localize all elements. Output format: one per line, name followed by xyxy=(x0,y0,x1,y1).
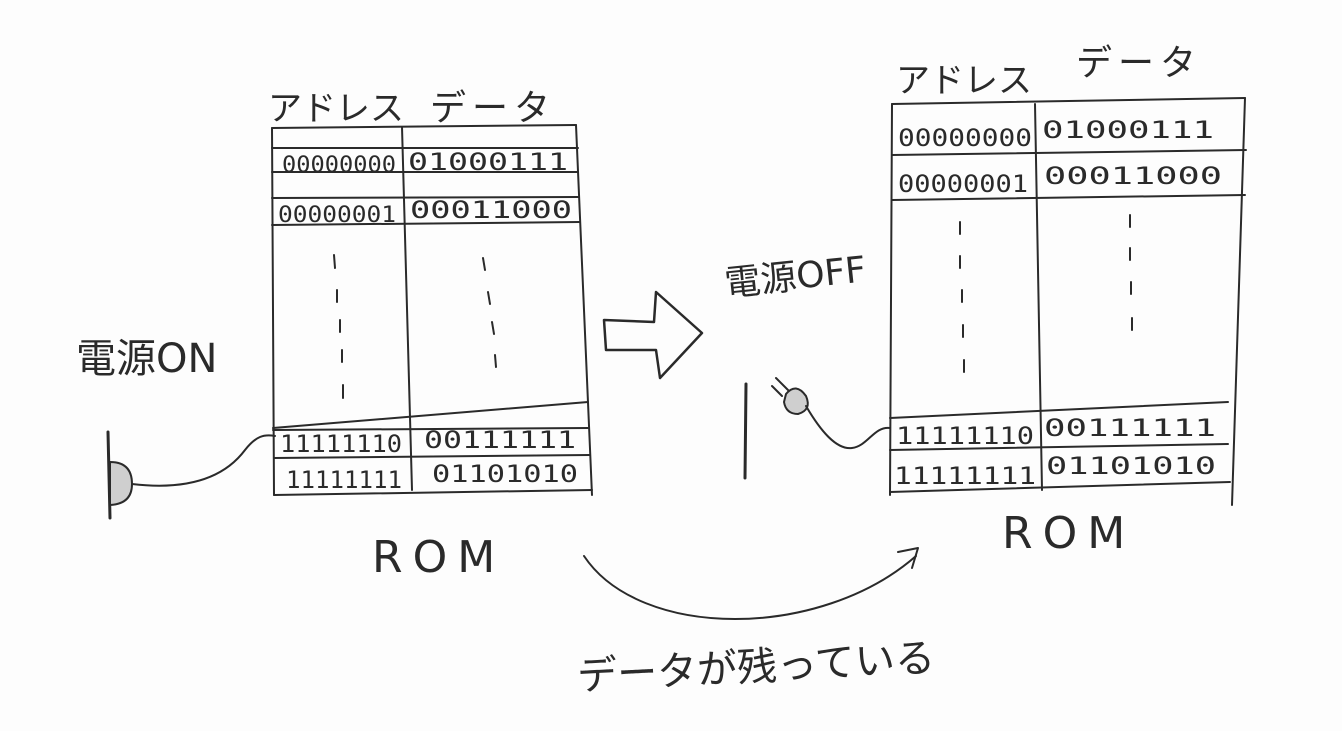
left-rom-table-lines xyxy=(271,124,593,496)
right-outlet-wall xyxy=(743,382,748,480)
right-rom-label: ROM xyxy=(1002,508,1135,559)
left-row3-address: 11111110 xyxy=(280,430,402,458)
caption: データが残っている xyxy=(576,635,936,700)
right-row4-data: 01101010 xyxy=(1046,452,1216,480)
left-header-address: アドレス xyxy=(268,89,404,129)
right-plug-prongs xyxy=(771,377,789,397)
left-row4-address: 11111111 xyxy=(286,466,402,494)
left-row1-address: 00000000 xyxy=(282,153,396,178)
right-row3-address: 11111110 xyxy=(896,422,1034,450)
left-header-data: データ xyxy=(430,88,556,129)
left-rom: アドレス データ 00000000 01000111 00000001 0001… xyxy=(268,88,593,583)
curved-arrow-head-icon xyxy=(897,547,919,569)
left-rom-label: ROM xyxy=(372,532,505,583)
right-header-address: アドレス xyxy=(896,61,1032,101)
left-row4-data: 01101010 xyxy=(432,460,578,488)
left-row1-data: 01000111 xyxy=(408,148,568,176)
right-power-label: 電源OFF xyxy=(723,249,868,305)
right-arrow-icon xyxy=(602,290,704,380)
right-plug-icon xyxy=(783,387,809,415)
left-ellipsis-marks xyxy=(333,254,497,399)
curved-arrow xyxy=(583,555,917,620)
right-row1-address: 00000000 xyxy=(898,124,1032,152)
right-rom: アドレス データ 00000000 01000111 00000001 0001… xyxy=(889,43,1247,559)
right-row2-address: 00000001 xyxy=(898,170,1028,198)
right-row4-address: 11111111 xyxy=(894,462,1036,490)
right-rom-table-lines xyxy=(889,97,1247,506)
left-row2-data: 00011000 xyxy=(410,196,572,224)
right-row2-data: 00011000 xyxy=(1044,162,1222,190)
left-row2-address: 00000001 xyxy=(278,203,396,228)
left-plug-cord xyxy=(131,434,276,487)
left-row3-data: 00111111 xyxy=(424,426,576,454)
left-plug-icon xyxy=(109,461,133,506)
left-plug xyxy=(106,430,276,520)
right-row3-data: 00111111 xyxy=(1044,414,1216,442)
left-power-label: 電源ON xyxy=(76,336,217,382)
right-header-data: データ xyxy=(1076,43,1202,84)
right-plug-cord xyxy=(805,405,891,450)
right-ellipsis-marks xyxy=(959,214,1133,373)
right-plug xyxy=(743,377,891,480)
right-row1-data: 01000111 xyxy=(1042,116,1214,144)
